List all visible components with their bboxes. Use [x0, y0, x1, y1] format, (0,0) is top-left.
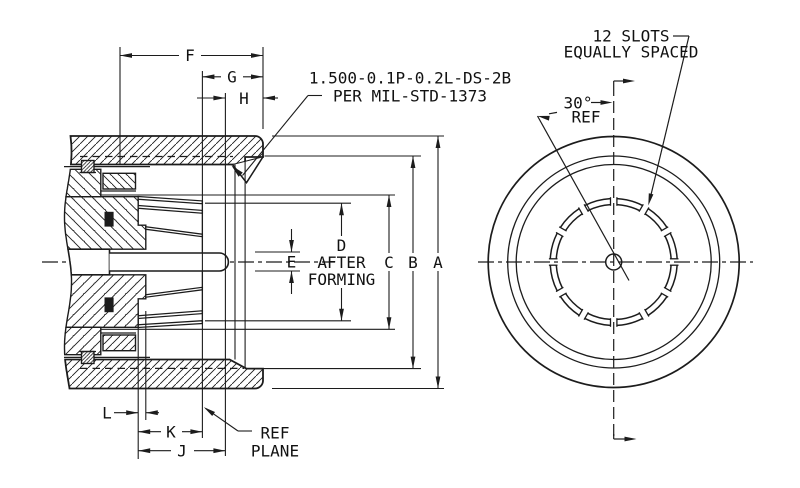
thread-major-circle — [507, 155, 721, 369]
seal-block — [104, 211, 114, 227]
ref-plane-leader — [203, 407, 252, 432]
thread-callout-leader — [231, 94, 322, 177]
dim-label-L: L — [102, 404, 112, 423]
extension-lines — [101, 47, 444, 459]
coupling-nut-section — [64, 135, 265, 390]
dimensions — [101, 47, 444, 459]
angle-label: 30° — [564, 94, 593, 113]
dim-C — [386, 195, 392, 330]
bore-circle — [515, 163, 712, 361]
angle-30deg-construction — [536, 100, 630, 281]
dim-J — [138, 448, 226, 454]
dim-L — [114, 410, 159, 416]
dim-F — [120, 53, 263, 58]
thread-projection-lines — [234, 157, 246, 369]
dim-A — [435, 136, 441, 389]
slots-note-line2: EQUALLY SPACED — [564, 43, 699, 62]
thread-callout-line2: PER MIL-STD-1373 — [333, 87, 487, 106]
seal-block — [104, 297, 114, 313]
ref-plane-line2: PLANE — [251, 442, 299, 461]
center-pin-contact — [67, 248, 230, 276]
front-view — [478, 35, 753, 442]
dim-K — [138, 429, 203, 435]
dim-label-J: J — [177, 442, 187, 461]
ref-plane-line1: REF — [261, 424, 290, 443]
dim-note-after: AFTER — [317, 253, 366, 272]
dim-B — [410, 156, 416, 369]
dim-label-C: C — [384, 253, 394, 272]
dim-label-B: B — [408, 253, 418, 272]
centerline-end-arrows — [613, 78, 637, 442]
dim-note-forming: FORMING — [308, 270, 375, 289]
dim-label-E: E — [287, 253, 297, 272]
thread-callout-line1: 1.500-0.1P-0.2L-DS-2B — [309, 69, 511, 88]
dim-H — [197, 95, 278, 101]
dim-label-F: F — [185, 46, 195, 65]
slots-note-line1: 12 SLOTS — [592, 27, 669, 46]
dim-label-D: D — [337, 236, 347, 255]
dim-label-H: H — [239, 89, 249, 108]
dim-E — [289, 229, 294, 294]
dim-label-A: A — [433, 253, 443, 272]
slotted-ring — [548, 197, 679, 327]
section-view — [42, 135, 335, 390]
front-view-centerlines — [478, 84, 753, 437]
thread-pitch-lines — [80, 155, 244, 370]
outer-diameter-circle — [487, 135, 741, 389]
slots-note-leader — [648, 35, 690, 206]
angle-ref-label: REF — [572, 108, 601, 127]
dim-D — [339, 203, 344, 321]
spring-fingers — [137, 195, 204, 329]
dim-G — [202, 74, 263, 80]
shell-internal-parts — [63, 159, 150, 365]
dim-label-G: G — [227, 68, 237, 87]
dim-label-K: K — [166, 423, 176, 442]
